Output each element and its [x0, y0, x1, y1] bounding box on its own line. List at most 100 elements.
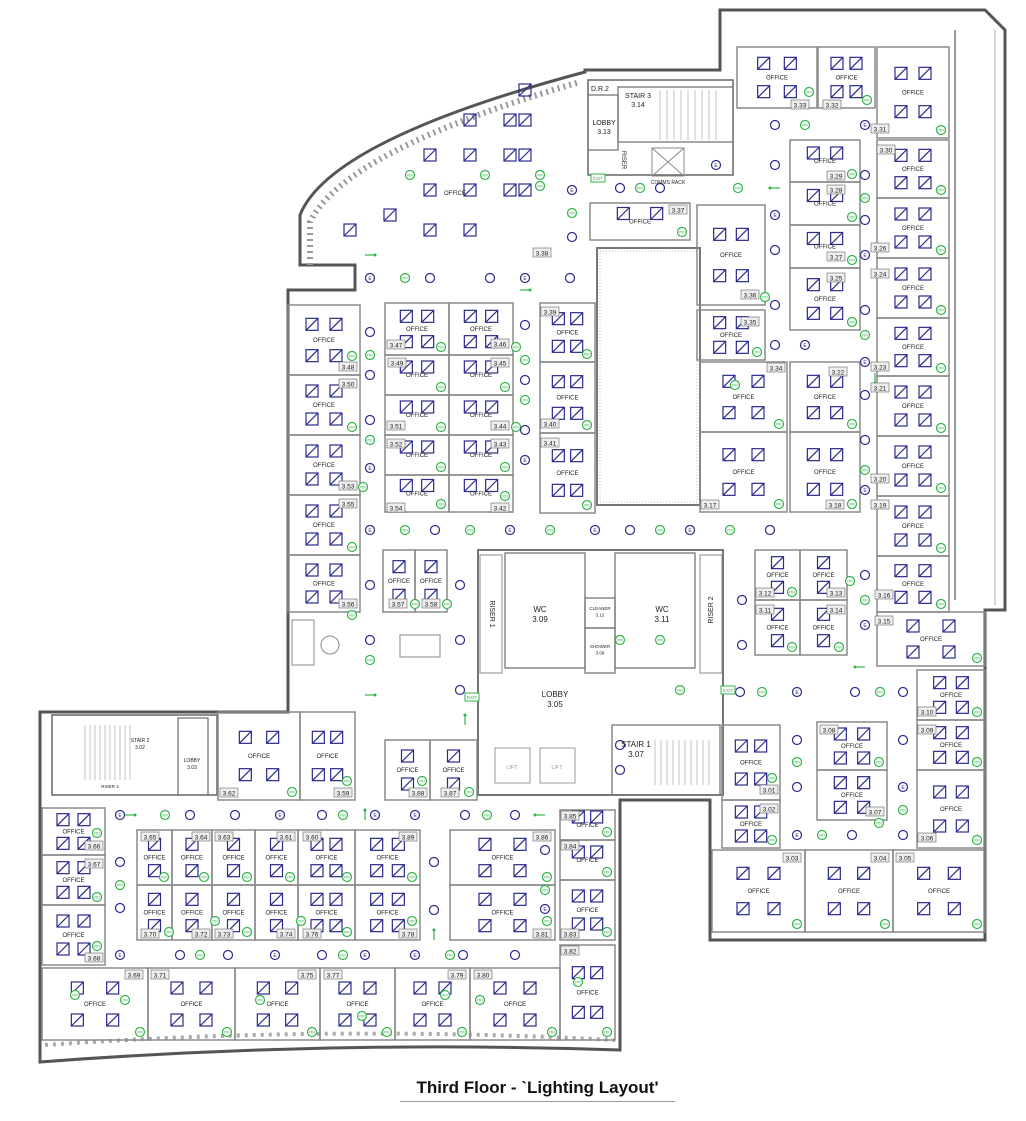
luminaire-frame	[70, 1013, 84, 1027]
exit-arrow-icon	[768, 186, 780, 190]
circle-downlight-icon	[364, 326, 376, 338]
square-diagonal-luminaire-icon	[806, 146, 820, 160]
room-number: 3.65	[144, 835, 157, 842]
square-diagonal-luminaire-icon	[266, 730, 280, 744]
luminaire-frame	[806, 278, 820, 292]
luminaire-diagonal	[751, 406, 765, 420]
luminaire-diagonal	[918, 148, 932, 162]
square-diagonal-luminaire-icon	[392, 560, 406, 574]
emergency-ring	[369, 809, 381, 821]
square-diagonal-luminaire-icon	[463, 183, 477, 197]
room	[696, 204, 766, 306]
square-diagonal-luminaire-icon	[590, 810, 604, 824]
luminaire-frame	[421, 309, 435, 323]
pir-sensor-icon: PIR	[756, 686, 768, 698]
pir-sensor-icon: PIR	[791, 918, 803, 930]
square-diagonal-luminaire-icon	[329, 472, 343, 486]
pir-label: PIR	[419, 780, 425, 784]
square-diagonal-luminaire-icon	[493, 1013, 507, 1027]
square-diagonal-luminaire-icon	[518, 183, 532, 197]
pir-sensor-icon: PIR	[971, 756, 983, 768]
pir-ring	[634, 182, 646, 194]
room-name: OFFICE	[940, 693, 962, 699]
riser-1-wall	[479, 554, 503, 674]
luminaire-diagonal	[906, 619, 920, 633]
room-number-box	[560, 945, 580, 956]
comms-rack-box	[651, 147, 685, 177]
room-number-tag: 3.30	[876, 144, 896, 155]
pir-label: PIR	[402, 529, 408, 533]
luminaire-diagonal	[806, 482, 820, 496]
stair-3-enclosure	[587, 79, 734, 176]
square-diagonal-luminaire-icon	[370, 837, 384, 851]
luminaire-frame	[399, 309, 413, 323]
pir-sensor-icon: PIR	[337, 809, 349, 821]
luminaire-frame	[754, 829, 768, 843]
luminaire-frame	[722, 406, 736, 420]
room-number-box	[532, 928, 552, 939]
room-number-box	[490, 338, 510, 349]
circle-downlight-icon	[566, 231, 578, 243]
luminaire-frame	[734, 739, 748, 753]
circle-downlight-icon	[457, 949, 469, 961]
room-number-box	[822, 99, 842, 110]
pir-label: PIR	[769, 777, 775, 781]
pir-label: PIR	[537, 185, 543, 189]
pir-label: PIR	[412, 603, 418, 607]
luminaire-frame	[955, 819, 969, 833]
circle-downlight-icon	[454, 579, 466, 591]
pir-sensor-icon: PIR	[546, 1026, 558, 1038]
pir-label: PIR	[974, 761, 980, 765]
room-number: 3.69	[128, 973, 141, 980]
room-number: 3.11	[759, 608, 772, 615]
square-diagonal-luminaire-icon	[399, 478, 413, 493]
pir-sensor-icon: PIR	[534, 169, 546, 181]
pir-sensor-icon: PIR	[406, 915, 418, 927]
room-name: OFFICE	[557, 331, 579, 337]
circle-downlight-icon	[846, 829, 858, 841]
pir-sensor-icon: PIR	[357, 481, 369, 493]
luminaire-frame	[806, 146, 820, 160]
pir-ring	[654, 634, 666, 646]
luminaire-diagonal	[806, 278, 820, 292]
room-number-box	[440, 787, 460, 798]
pir-sensor-icon: PIR	[751, 346, 763, 358]
luminaire-diagonal	[363, 1013, 377, 1027]
room-number: 3.30	[880, 148, 893, 155]
room-number: 3.76	[306, 932, 319, 939]
room-number-box	[490, 357, 510, 368]
luminaire-frame	[446, 749, 461, 763]
luminaire-diagonal	[56, 885, 70, 899]
room-wall	[287, 554, 361, 613]
pir-sensor-icon: PIR	[91, 940, 103, 952]
luminaire-diagonal	[463, 360, 477, 374]
luminaire-frame	[857, 902, 871, 916]
luminaire-diagonal	[857, 751, 871, 765]
room-number-tag: 3.23	[870, 361, 890, 372]
pir-ring	[416, 775, 428, 787]
luminaire-frame	[894, 505, 908, 519]
room-wall	[699, 431, 788, 513]
pir-sensor-icon: PIR	[241, 871, 253, 883]
luminaire-diagonal	[571, 845, 585, 859]
luminaire-diagonal	[227, 892, 240, 906]
room-number-box	[870, 852, 890, 863]
pir-label: PIR	[584, 504, 590, 508]
pir-ring	[91, 891, 103, 903]
room	[287, 554, 361, 613]
room-number-box	[386, 438, 406, 449]
pir-sensor-icon: PIR	[861, 94, 873, 106]
room-number: 3.08	[823, 728, 836, 735]
luminaire-frame	[77, 914, 91, 928]
luminaire-diagonal	[227, 837, 240, 851]
luminaire-diagonal	[757, 56, 771, 70]
room-number-box	[408, 787, 428, 798]
square-diagonal-luminaire-icon	[806, 448, 820, 462]
square-diagonal-luminaire-icon	[77, 914, 91, 928]
pir-sensor-icon: PIR	[654, 524, 666, 536]
luminaire-diagonal	[771, 634, 784, 648]
lounge-table	[320, 635, 340, 655]
pir-sensor-icon: PIR	[399, 524, 411, 536]
room-number-tag: 3.11	[755, 604, 775, 615]
emergency-ring	[589, 524, 601, 536]
